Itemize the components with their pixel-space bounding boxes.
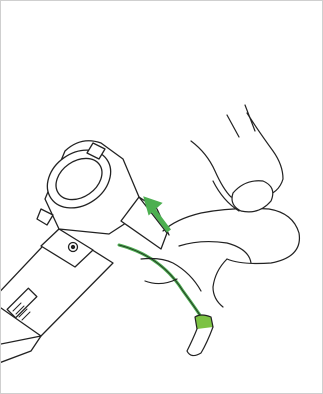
hand-icon (191, 105, 283, 212)
ear-lobe (213, 259, 227, 307)
ear-fold (145, 279, 177, 284)
ear-tip-stem (187, 327, 213, 356)
ear-tip-icon (119, 245, 213, 356)
otoscope-handle-lower (1, 336, 41, 366)
ear-helix (163, 209, 299, 264)
otoscope-icon (1, 138, 169, 366)
ear-antihelix (179, 242, 251, 263)
